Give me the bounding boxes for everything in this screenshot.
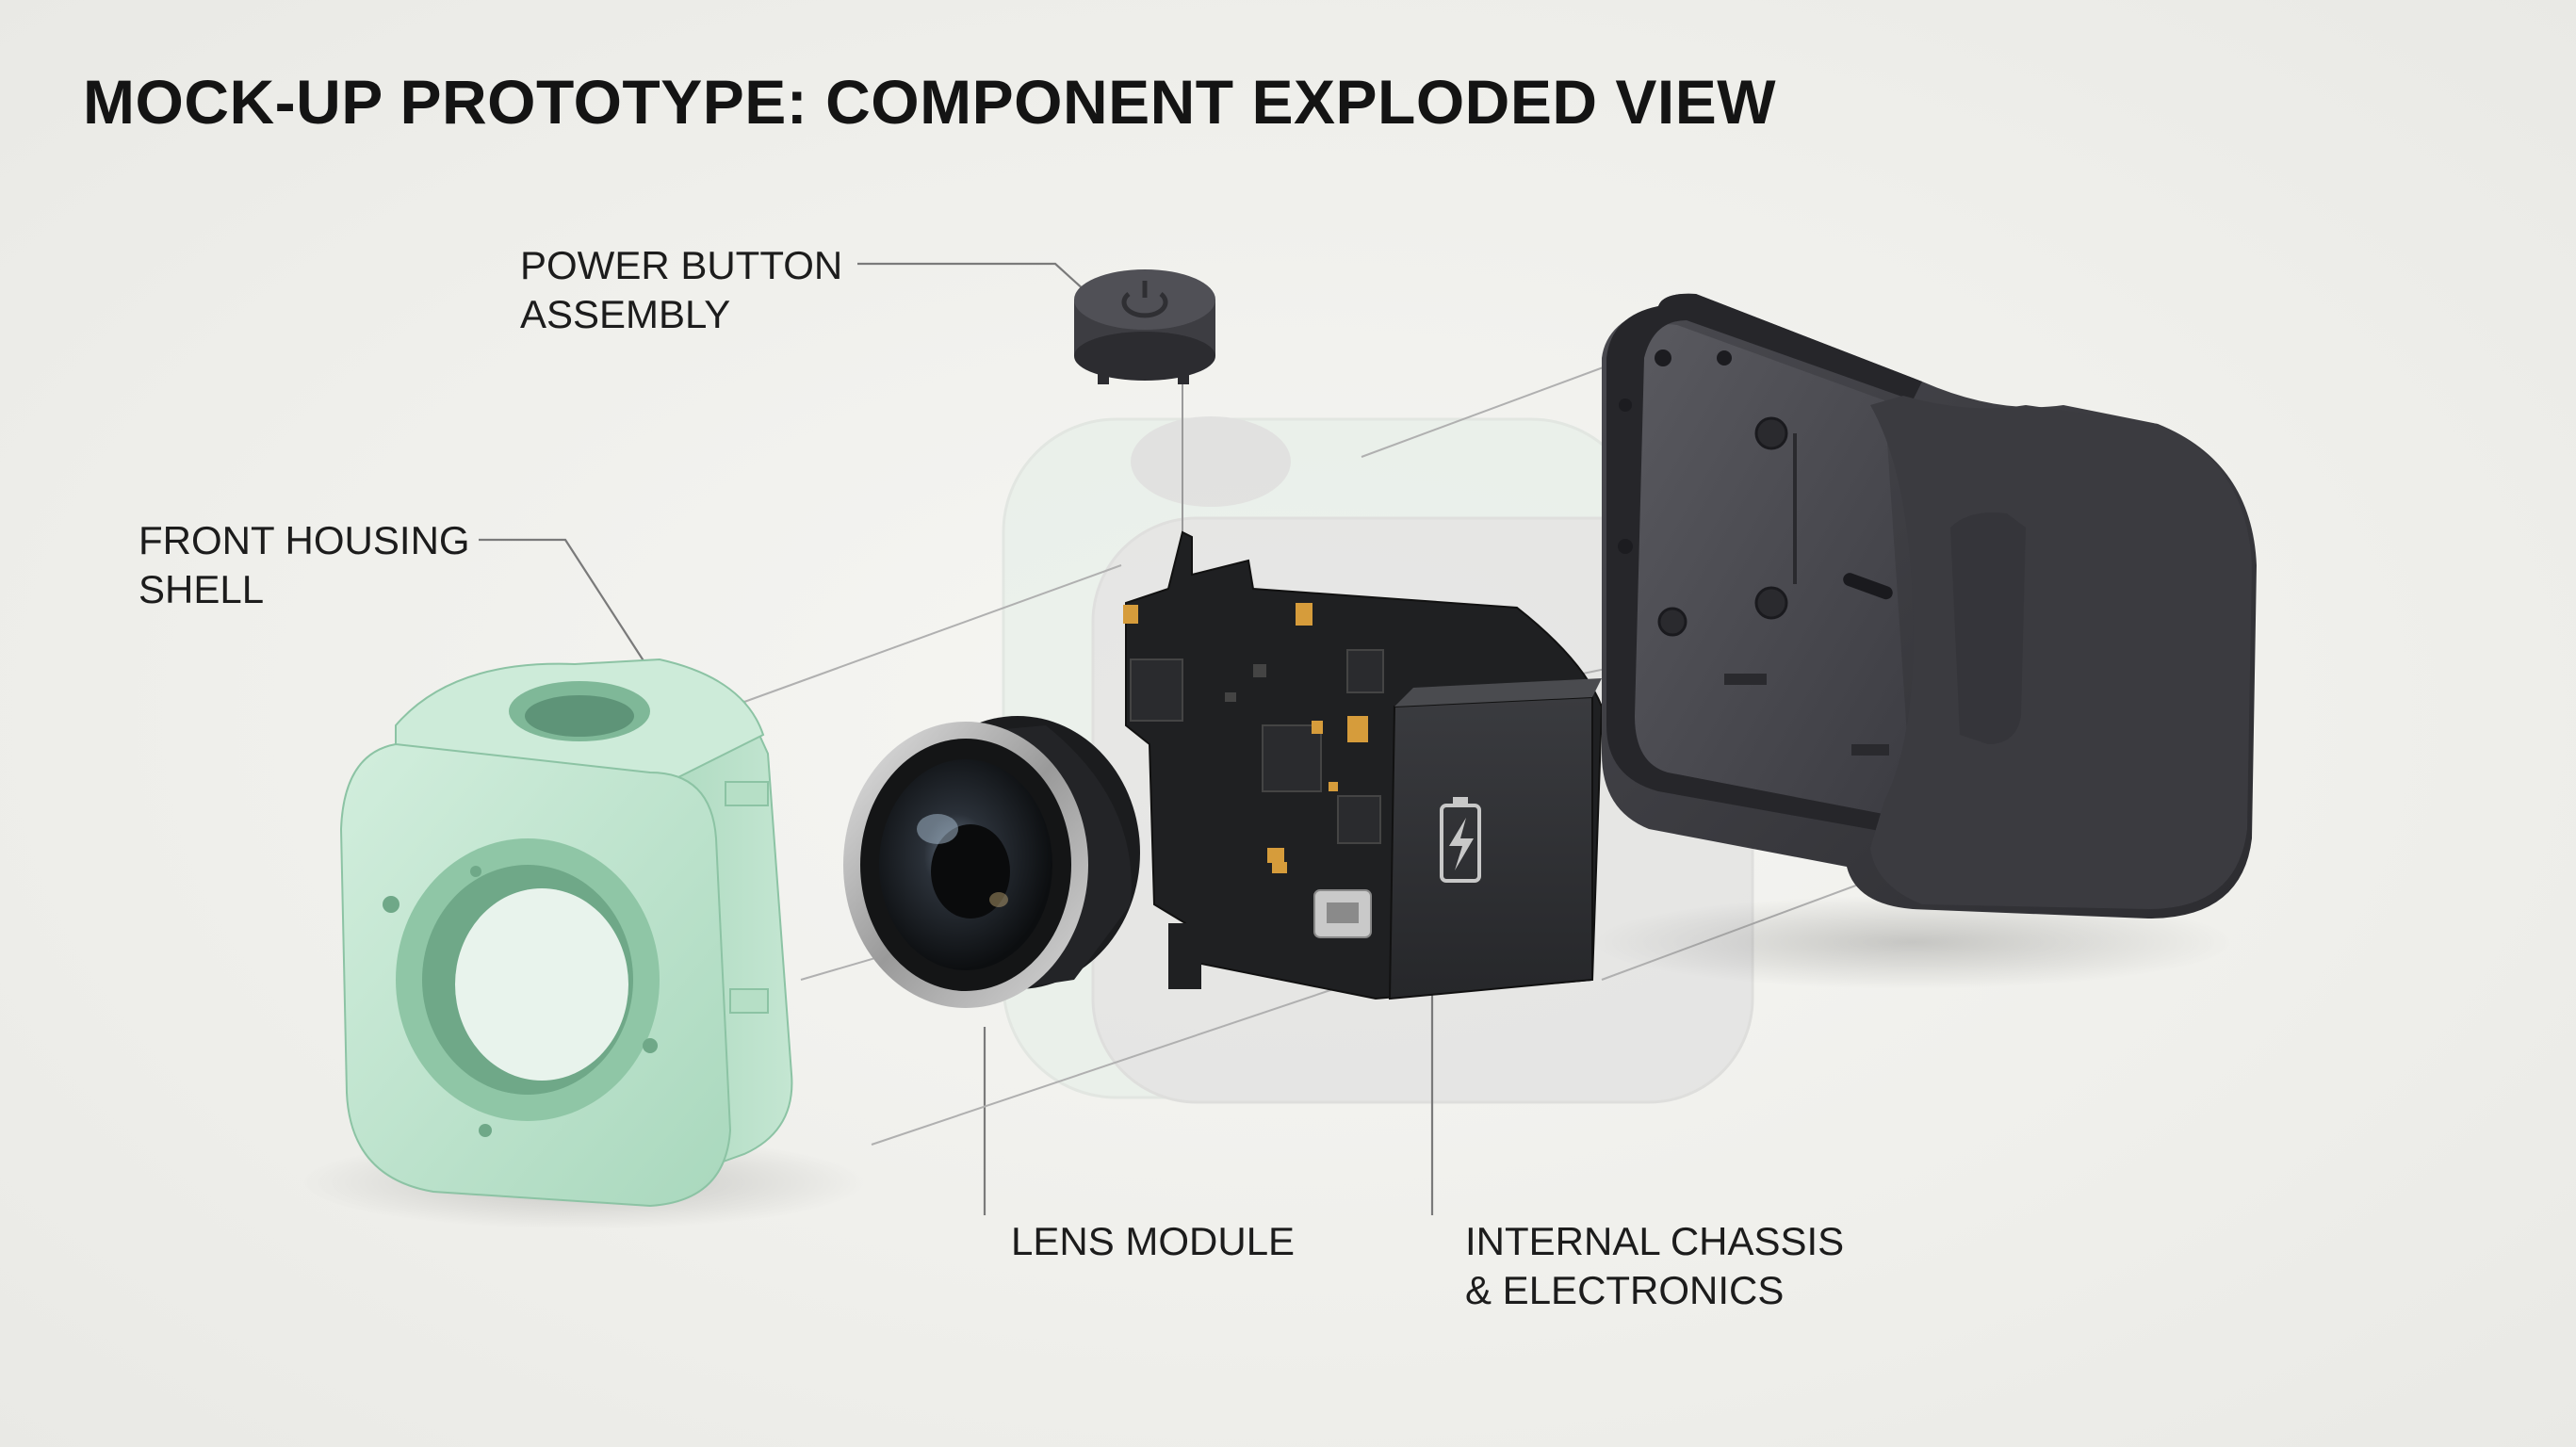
label-internal-chassis-line2: & ELECTRONICS (1465, 1268, 1785, 1312)
label-power-button-line2: ASSEMBLY (520, 292, 731, 336)
front-housing-shell (339, 658, 793, 1208)
label-front-housing-line2: SHELL (139, 567, 265, 611)
power-icon (1121, 281, 1168, 318)
label-power-button-line1: POWER BUTTON (520, 243, 843, 287)
label-front-housing-line1: FRONT HOUSING (139, 518, 470, 562)
leader-front-housing (479, 538, 656, 679)
internal-chassis (1123, 530, 1604, 1000)
label-lens-module: LENS MODULE (1011, 1217, 1295, 1266)
label-front-housing-shell: FRONT HOUSING SHELL (139, 516, 470, 614)
label-lens-module-line1: LENS MODULE (1011, 1219, 1296, 1263)
label-internal-chassis-line1: INTERNAL CHASSIS (1465, 1219, 1845, 1263)
power-button-assembly (1074, 269, 1215, 384)
rear-housing-shadow (1592, 895, 2233, 989)
label-power-button-assembly: POWER BUTTON ASSEMBLY (520, 241, 842, 339)
rear-housing (1602, 293, 2257, 919)
leader-power-button (857, 262, 1108, 312)
label-internal-chassis: INTERNAL CHASSIS & ELECTRONICS (1465, 1217, 1844, 1315)
battery-icon (1440, 797, 1481, 883)
lens-module (843, 716, 1140, 1008)
page-title: MOCK-UP PROTOTYPE: COMPONENT EXPLODED VI… (83, 67, 1777, 137)
